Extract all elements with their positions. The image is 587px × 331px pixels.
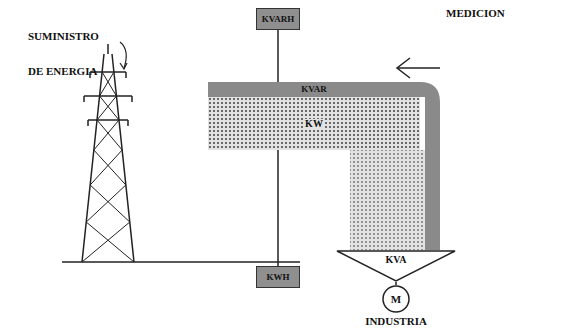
ground-line xyxy=(62,261,300,263)
connector-line xyxy=(278,150,279,266)
tower-lattice xyxy=(82,72,134,262)
meter-box: KVARH xyxy=(256,8,300,30)
node-label: KVARH xyxy=(262,15,294,24)
pointer-arrow xyxy=(398,67,440,69)
leader-arrowhead xyxy=(120,63,127,69)
connector-line xyxy=(278,30,279,82)
node-label: KVAR xyxy=(301,85,326,94)
supply-label: DE ENERGIA xyxy=(28,66,97,77)
motor-symbol: M xyxy=(382,285,410,313)
node-label: KWH xyxy=(266,273,289,282)
connector-line xyxy=(396,282,397,285)
supply-label: SUMINISTRO xyxy=(28,31,99,42)
load-triangle: KVA xyxy=(336,250,456,282)
kw-band-leg xyxy=(350,150,425,250)
measurement-label: MEDICION xyxy=(446,8,505,19)
kvar-band-leg xyxy=(420,82,440,250)
power-band: KVAR xyxy=(208,82,420,97)
node-label: KVA xyxy=(386,255,407,265)
leader-line xyxy=(120,42,126,68)
node-label: M xyxy=(391,294,401,305)
power-band: KW xyxy=(208,97,420,150)
node-label: KW xyxy=(303,119,325,129)
meter-box: KWH xyxy=(256,266,300,288)
industry-label: INDUSTRIA xyxy=(365,316,427,327)
pointer-arrowhead xyxy=(397,58,410,78)
